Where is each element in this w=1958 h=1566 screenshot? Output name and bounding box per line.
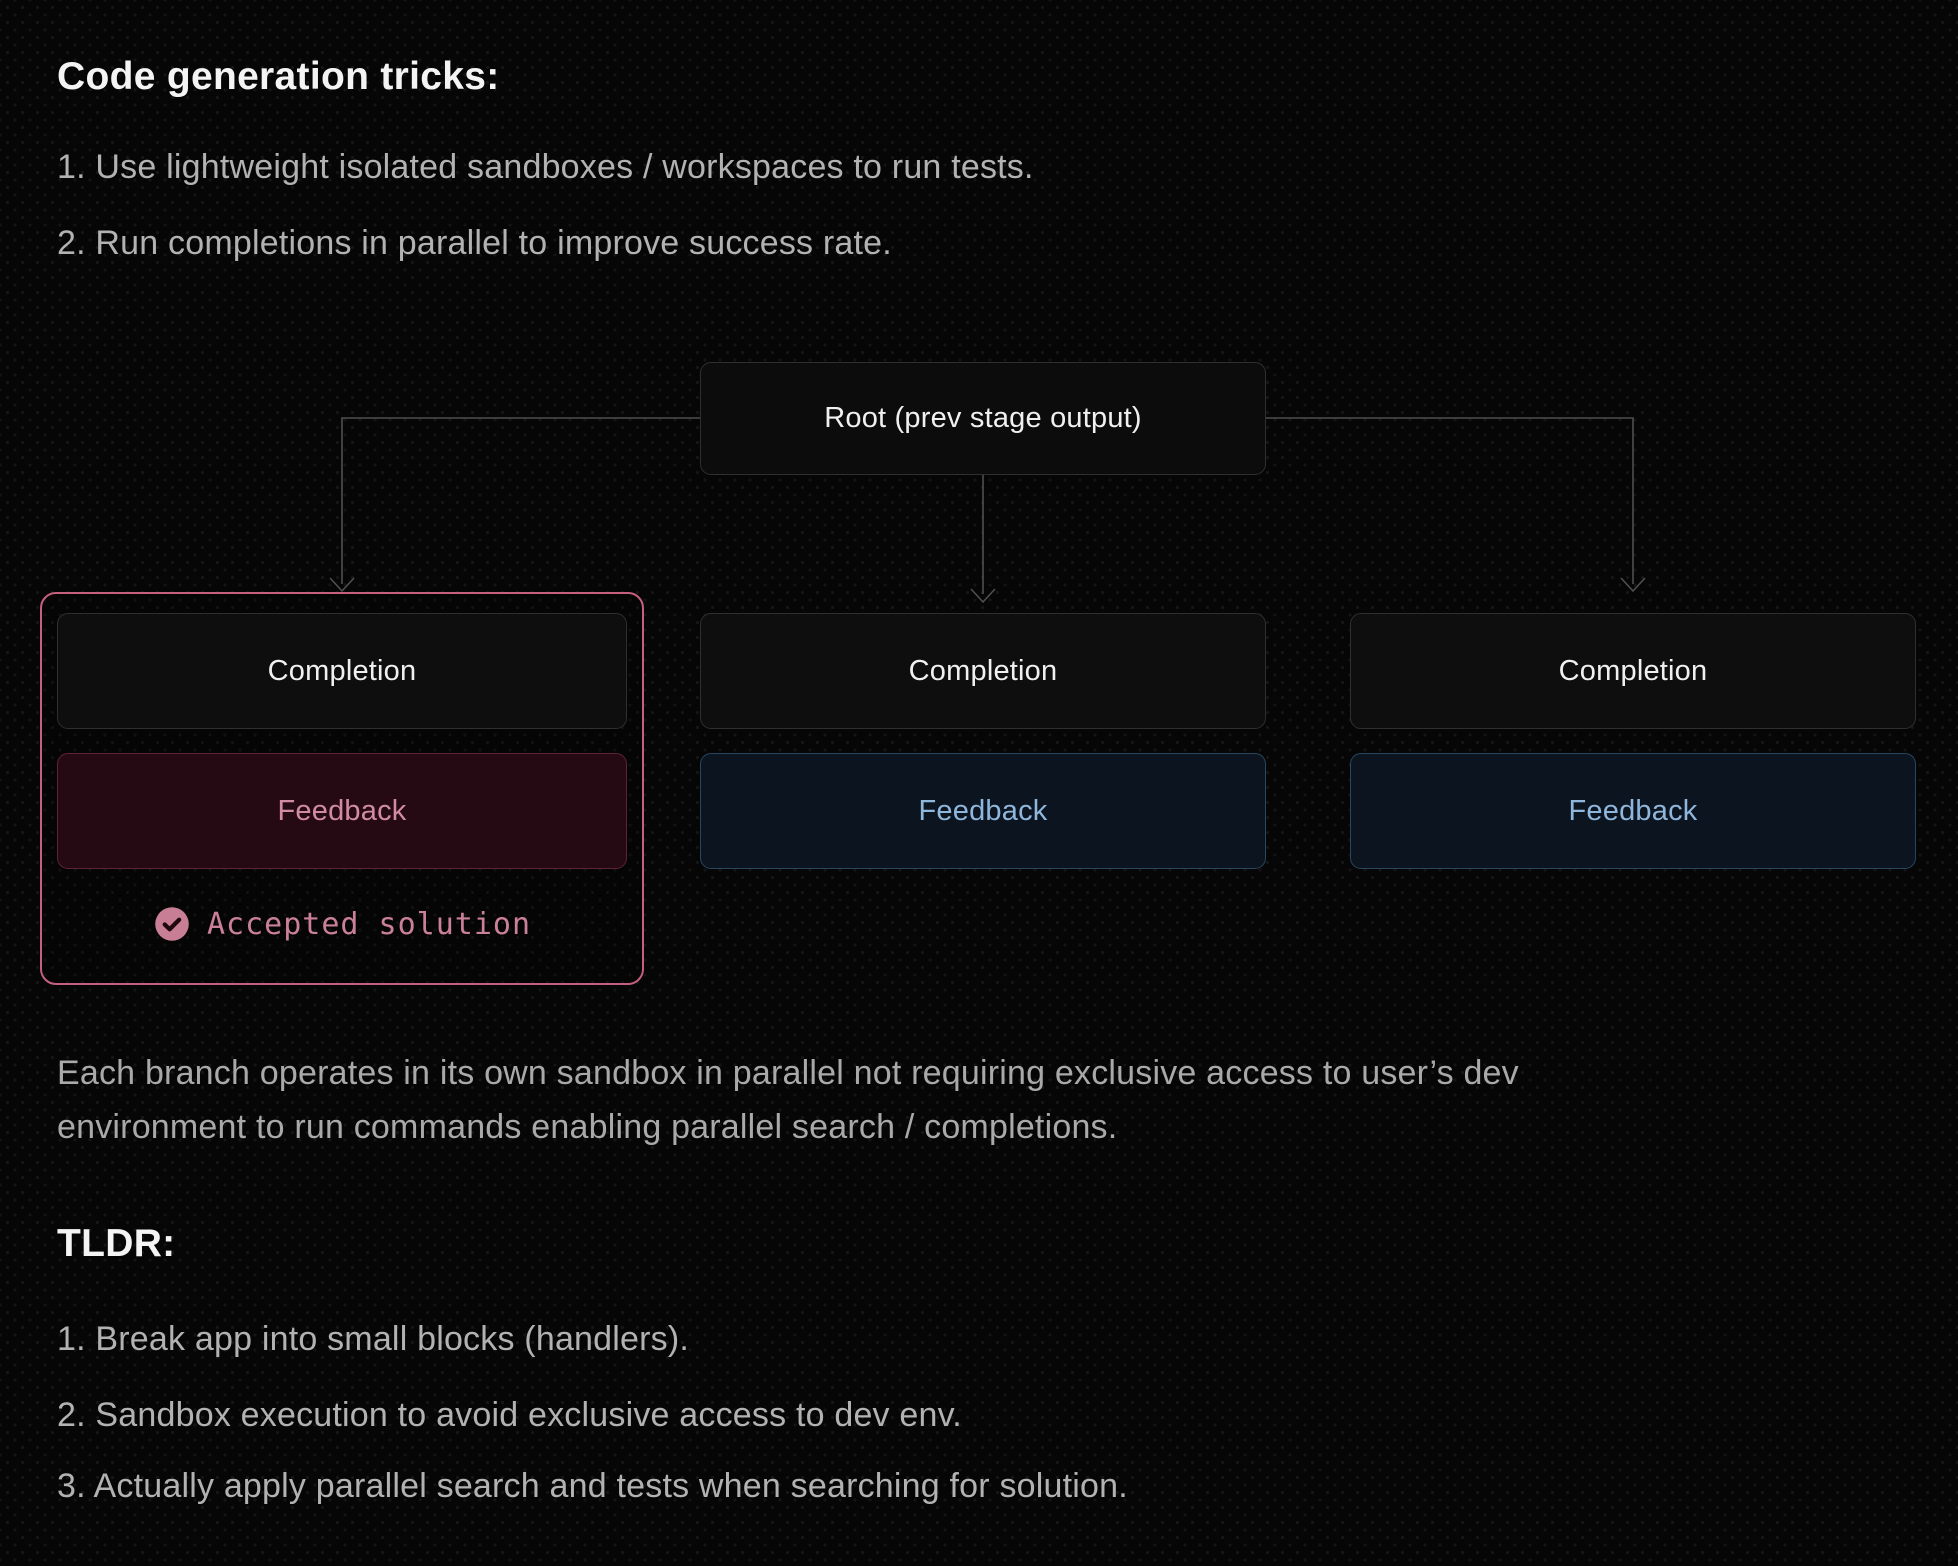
feedback-label: Feedback: [277, 794, 407, 827]
branch2-completion-node: Completion: [700, 613, 1266, 729]
accepted-solution-row: Accepted solution: [40, 901, 644, 947]
explanation-paragraph: Each branch operates in its own sandbox …: [57, 1054, 1519, 1146]
completion-label: Completion: [908, 654, 1058, 687]
branch1-completion-node: Completion: [57, 613, 627, 729]
connector-left: [341, 417, 700, 584]
tldr-item-3: 3. Actually apply parallel search and te…: [57, 1467, 1128, 1505]
accepted-solution-label: Accepted solution: [206, 906, 532, 942]
branch3-feedback-node: Feedback: [1350, 753, 1916, 869]
completion-label: Completion: [267, 654, 417, 687]
page-title: Code generation tricks:: [57, 55, 500, 98]
intro-item-1: 1. Use lightweight isolated sandboxes / …: [57, 148, 1034, 186]
feedback-label: Feedback: [1568, 794, 1698, 827]
branch2-feedback-node: Feedback: [700, 753, 1266, 869]
branch1-feedback-node: Feedback: [57, 753, 627, 869]
tldr-item-1: 1. Break app into small blocks (handlers…: [57, 1320, 690, 1358]
branch3-completion-node: Completion: [1350, 613, 1916, 729]
arrowhead-down-icon: [329, 577, 355, 593]
tldr-item-2: 2. Sandbox execution to avoid exclusive …: [57, 1396, 962, 1434]
arrowhead-down-icon: [1620, 577, 1646, 593]
feedback-label: Feedback: [918, 794, 1048, 827]
root-node-label: Root (prev stage output): [824, 402, 1142, 434]
check-circle-icon: [155, 907, 189, 941]
arrowhead-down-icon: [970, 588, 996, 604]
connector-right: [1266, 417, 1634, 584]
tldr-title: TLDR:: [57, 1222, 176, 1265]
root-node: Root (prev stage output): [700, 362, 1266, 475]
intro-item-2: 2. Run completions in parallel to improv…: [57, 224, 892, 262]
completion-label: Completion: [1558, 654, 1708, 687]
